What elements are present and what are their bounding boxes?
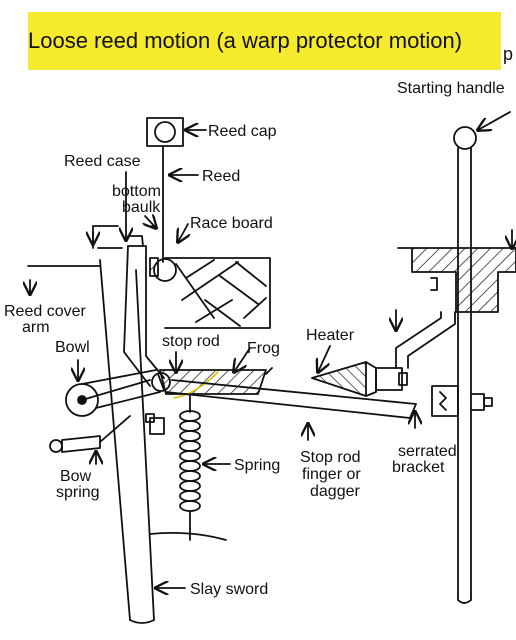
race-board xyxy=(164,257,271,329)
spring xyxy=(149,395,227,541)
label-spring: Spring xyxy=(234,457,280,474)
label-reed-cover-arm: arm xyxy=(22,319,50,336)
reed-case-leader xyxy=(92,225,119,249)
label-stop-rod-finger-2: finger or xyxy=(302,466,361,483)
handle-bracket xyxy=(397,247,516,313)
label-starting-handle: Starting handle xyxy=(397,80,505,97)
starting-handle xyxy=(453,126,477,604)
label-bow: Bow xyxy=(60,468,92,485)
label-stop-rod-finger-1: Stop rod xyxy=(300,449,360,466)
label-reed: Reed xyxy=(202,168,240,185)
label-slay-sword: Slay sword xyxy=(190,581,268,598)
label-bracket: bracket xyxy=(392,459,445,476)
frog-accent xyxy=(173,371,219,399)
label-reed-cap: Reed cap xyxy=(208,123,277,140)
label-stop-rod-finger-3: dagger xyxy=(310,483,360,500)
heater xyxy=(311,361,377,397)
label-reed-cover: Reed cover xyxy=(4,303,86,320)
label-arrows xyxy=(30,111,512,588)
diagram-labels: Reed cap Reed case Reed bottom baulk Rac… xyxy=(4,80,505,598)
label-baulk: baulk xyxy=(122,199,161,216)
frog xyxy=(159,367,273,395)
label-serrated: serrated xyxy=(398,443,457,460)
label-frog: Frog xyxy=(247,340,280,357)
bow-spring xyxy=(49,415,131,453)
reed-cap xyxy=(146,117,184,147)
title-highlight: Loose reed motion (a warp protector moti… xyxy=(28,12,501,70)
label-bow-spring: spring xyxy=(56,484,100,501)
label-race-board: Race board xyxy=(190,215,273,232)
serrated-bracket xyxy=(431,385,493,417)
slay-sword xyxy=(97,247,155,624)
label-bowl: Bowl xyxy=(55,339,90,356)
heater-holder xyxy=(375,311,456,391)
label-bottom: bottom xyxy=(112,183,161,200)
label-reed-case: Reed case xyxy=(64,153,141,170)
bowl xyxy=(65,369,161,417)
sword-bracket xyxy=(145,413,165,435)
label-stop-rod: stop rod xyxy=(162,333,220,350)
reed-case xyxy=(149,257,177,282)
diagram-title: Loose reed motion (a warp protector moti… xyxy=(28,28,463,53)
title-cutoff-text: p xyxy=(503,44,514,64)
label-heater: Heater xyxy=(306,327,355,344)
